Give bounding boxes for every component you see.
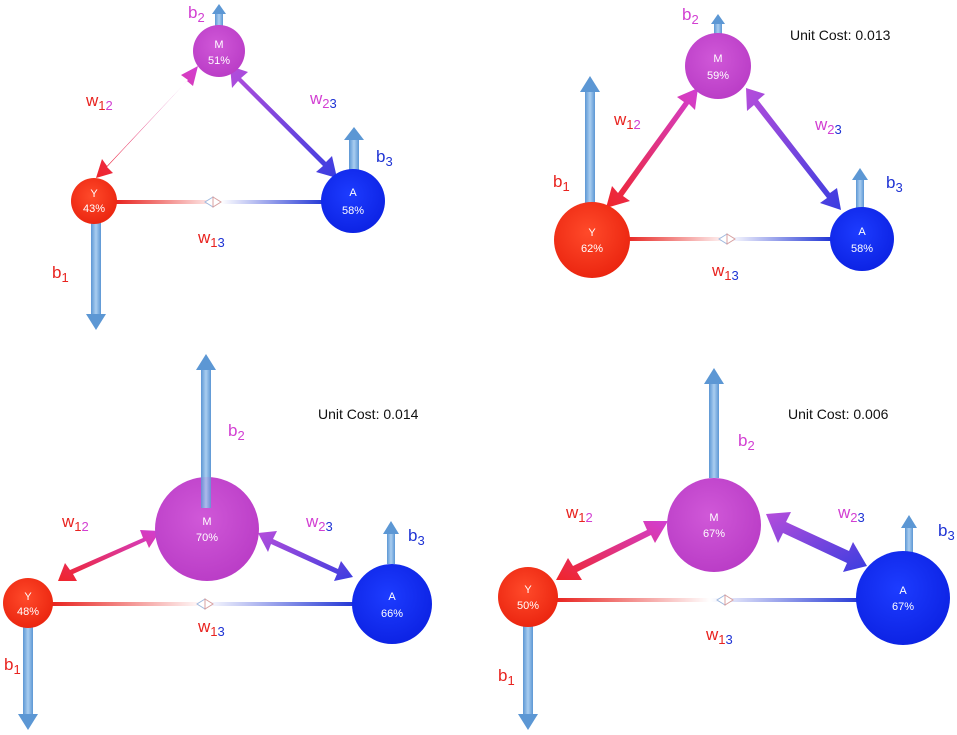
- label-b2: b2: [188, 3, 205, 25]
- label-w23: w23: [305, 512, 333, 534]
- label-b1: b1: [4, 655, 21, 677]
- label-w12: w12: [565, 503, 593, 525]
- svg-text:70%: 70%: [196, 532, 218, 544]
- edge-w13: [626, 233, 832, 245]
- edge-w12: [606, 88, 698, 208]
- flow-b1: [18, 616, 38, 730]
- node-A: A 67%: [856, 551, 950, 645]
- label-b1: b1: [498, 666, 515, 688]
- flow-b2: [704, 368, 724, 478]
- svg-text:62%: 62%: [581, 243, 603, 255]
- node-M: M 67%: [667, 478, 761, 572]
- label-b2: b2: [228, 421, 245, 443]
- label-w12: w12: [613, 110, 641, 132]
- edge-w12: [58, 530, 160, 581]
- edge-w23: [746, 88, 841, 210]
- label-b2: b2: [738, 431, 755, 453]
- svg-text:M: M: [709, 512, 718, 524]
- label-w12: w12: [85, 91, 113, 113]
- svg-text:50%: 50%: [517, 600, 539, 612]
- flow-b2: [212, 4, 226, 31]
- node-M: M 70%: [155, 468, 259, 581]
- svg-text:M: M: [202, 516, 211, 528]
- label-b3: b3: [886, 173, 903, 195]
- edge-w12: [96, 66, 198, 178]
- label-w13: w13: [711, 261, 739, 283]
- panel-1: Y 43% M 51% A 58% w12 w23 w13 b1 b2: [52, 3, 393, 330]
- node-Y: Y 50%: [498, 567, 558, 627]
- edge-w23: [766, 512, 867, 572]
- flow-b3: [383, 521, 399, 564]
- flow-b2: [196, 354, 216, 508]
- label-b3: b3: [408, 526, 425, 548]
- label-w13: w13: [197, 228, 225, 250]
- flow-b1: [580, 76, 600, 210]
- svg-text:58%: 58%: [851, 243, 873, 255]
- svg-text:A: A: [349, 187, 357, 199]
- flow-b2: [711, 14, 725, 36]
- svg-text:M: M: [713, 53, 722, 65]
- svg-text:48%: 48%: [17, 606, 39, 618]
- panel-3: Unit Cost: 0.014 Y 48%: [3, 354, 432, 730]
- label-b2: b2: [682, 5, 699, 27]
- unit-cost-label: Unit Cost: 0.006: [788, 406, 889, 422]
- svg-text:66%: 66%: [381, 608, 403, 620]
- node-Y: Y 43%: [71, 178, 117, 224]
- svg-text:Y: Y: [588, 227, 596, 239]
- svg-text:Y: Y: [24, 591, 32, 603]
- node-Y: Y 62%: [554, 202, 630, 278]
- svg-text:43%: 43%: [83, 203, 105, 215]
- node-Y: Y 48%: [3, 578, 53, 628]
- node-A: A 58%: [830, 207, 894, 271]
- label-w13: w13: [197, 617, 225, 639]
- flow-b3: [344, 127, 364, 174]
- label-w23: w23: [309, 89, 337, 111]
- label-b1: b1: [52, 263, 69, 285]
- flow-b3: [901, 515, 917, 556]
- node-A: A 66%: [352, 564, 432, 644]
- unit-cost-label: Unit Cost: 0.013: [790, 27, 891, 43]
- svg-text:A: A: [899, 585, 907, 597]
- flow-b1: [518, 616, 538, 730]
- edge-w13: [52, 598, 356, 610]
- panel-4: Unit Cost: 0.006 Y 50%: [498, 368, 955, 730]
- label-w12: w12: [61, 512, 89, 534]
- label-w13: w13: [705, 625, 733, 647]
- svg-text:59%: 59%: [707, 70, 729, 82]
- svg-text:A: A: [858, 226, 866, 238]
- svg-text:Y: Y: [90, 188, 98, 200]
- edge-w13: [556, 594, 864, 606]
- edge-w23: [258, 531, 353, 581]
- flow-b1: [86, 218, 106, 330]
- node-M: M 51%: [193, 25, 245, 77]
- svg-text:58%: 58%: [342, 205, 364, 217]
- svg-text:67%: 67%: [703, 528, 725, 540]
- label-b3: b3: [376, 147, 393, 169]
- edge-w13: [116, 196, 326, 208]
- node-M: M 59%: [685, 33, 751, 99]
- svg-text:51%: 51%: [208, 55, 230, 67]
- unit-cost-label: Unit Cost: 0.014: [318, 406, 419, 422]
- panel-2: Unit Cost: 0.013 Y 62%: [553, 5, 903, 283]
- edge-w23: [230, 66, 337, 178]
- svg-text:M: M: [214, 39, 223, 51]
- svg-text:Y: Y: [524, 584, 532, 596]
- label-b3: b3: [938, 521, 955, 543]
- label-b1: b1: [553, 172, 570, 194]
- edge-w12: [556, 521, 668, 580]
- svg-text:67%: 67%: [892, 601, 914, 613]
- node-A: A 58%: [321, 169, 385, 233]
- label-w23: w23: [837, 503, 865, 525]
- label-w23: w23: [814, 115, 842, 137]
- flow-b3: [852, 168, 868, 208]
- svg-text:A: A: [388, 591, 396, 603]
